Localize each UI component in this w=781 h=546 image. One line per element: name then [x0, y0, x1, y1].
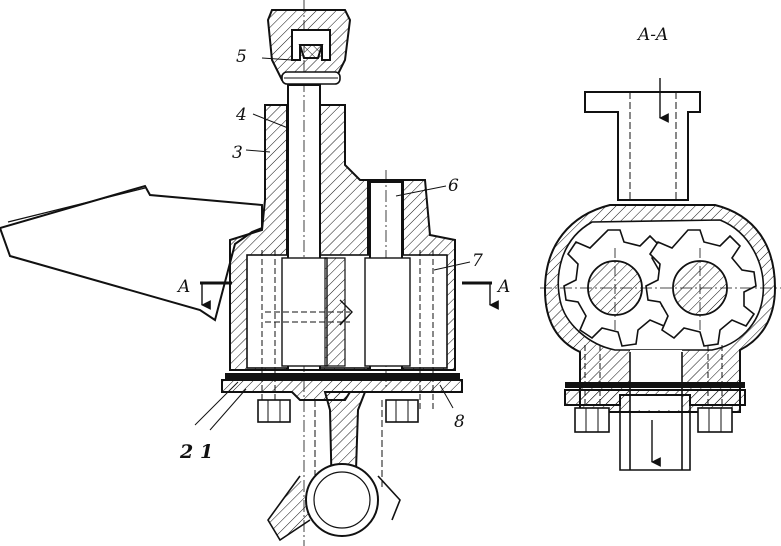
callout-4: 4	[235, 105, 247, 125]
section-mark-right: A	[496, 277, 510, 297]
section-mark-left: A	[176, 277, 190, 297]
cross-section-view	[540, 78, 781, 471]
section-title: A-A	[636, 25, 668, 45]
callout-7: 7	[472, 251, 483, 271]
callout-8: 8	[454, 412, 465, 432]
callout-2: 2	[179, 441, 193, 463]
gasket-section	[565, 382, 745, 388]
callout-5: 5	[236, 47, 247, 67]
inlet-channel	[584, 91, 701, 201]
driven-gear-section	[364, 257, 411, 367]
callout-6: 6	[448, 176, 459, 196]
cover-bolt-left	[257, 399, 291, 423]
gasket	[225, 373, 460, 379]
strainer-float	[305, 463, 379, 537]
callout-1: 1	[200, 441, 213, 463]
callout-3: 3	[232, 143, 243, 163]
mounting-bracket	[0, 184, 263, 322]
longitudinal-section-view	[0, 0, 499, 546]
section-bolt-left	[574, 407, 610, 433]
cover-section	[564, 389, 746, 406]
gear-chamber	[246, 254, 448, 369]
section-bolt-right	[697, 407, 733, 433]
cover-bolt-right	[385, 399, 419, 423]
